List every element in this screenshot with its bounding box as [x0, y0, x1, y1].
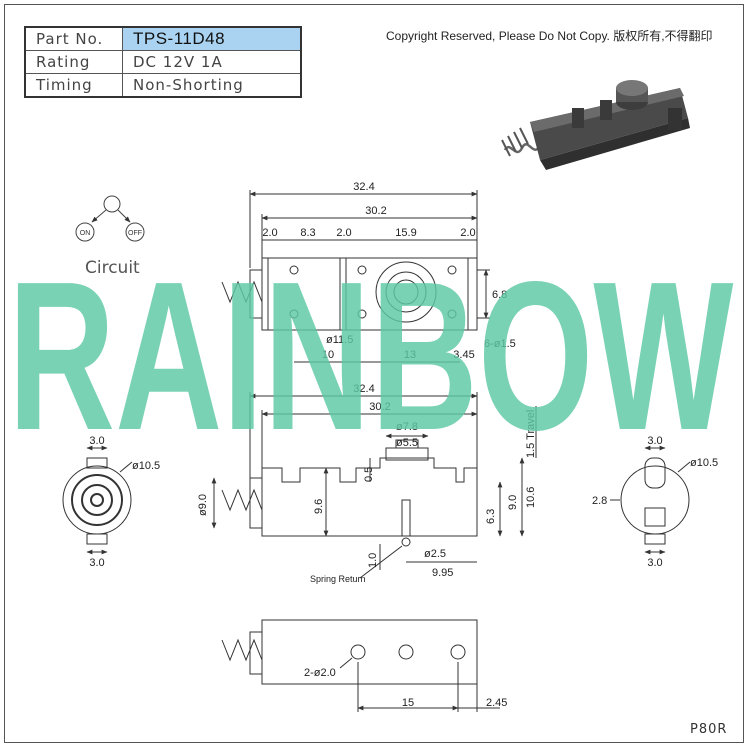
- dim-dia-90: ø9.0: [197, 494, 209, 516]
- dim-right-dia: ø10.5: [690, 457, 718, 469]
- dim-right-side: 2.8: [592, 495, 607, 507]
- timing-value: Non-Shorting: [122, 73, 302, 98]
- dim-travel: 1.5 Travel: [525, 410, 537, 458]
- dim-left-top: 3.0: [89, 435, 104, 447]
- footer-code: P80R: [690, 722, 728, 737]
- dim-overall-length: 32.4: [353, 181, 374, 193]
- dim-b1: 10: [322, 349, 334, 361]
- dim-bottom-span: 15: [402, 697, 414, 709]
- right-end-view: [610, 445, 691, 555]
- spec-table: Part No. TPS-11D48 Rating DC 12V 1A Timi…: [24, 26, 302, 98]
- top-view-labels: 32.4 30.2 2.0 8.3 2.0 15.9 2.0 6.8 ø11.5…: [262, 181, 515, 361]
- dim-holes: 6-ø1.5: [484, 338, 516, 350]
- dim-bottom-offset: 2.45: [486, 697, 507, 709]
- dim-seg-2: 8.3: [300, 227, 315, 239]
- copyright-notice: Copyright Reserved, Please Do Not Copy. …: [386, 29, 713, 43]
- dim-bottom-holes: 2-ø2.0: [304, 667, 336, 679]
- dim-left-dia: ø10.5: [132, 460, 160, 472]
- dim-63: 6.3: [485, 509, 497, 524]
- left-end-labels: 3.0 ø10.5 3.0: [89, 435, 160, 569]
- bottom-view-labels: 2-ø2.0 15 2.45: [304, 667, 507, 709]
- spec-row-timing: Timing Non-Shorting: [24, 73, 302, 98]
- dim-106: 10.6: [525, 487, 537, 508]
- dim-left-bottom: 3.0: [89, 557, 104, 569]
- dim-side-overall: 32.4: [353, 383, 374, 395]
- dim-seg-4: 15.9: [395, 227, 416, 239]
- product-photo: [501, 80, 690, 170]
- dim-10: 1.0: [367, 553, 379, 568]
- dim-right-bottom: 3.0: [647, 557, 662, 569]
- dim-plunger-dia: ø5.5: [396, 437, 418, 449]
- spec-row-rating: Rating DC 12V 1A: [24, 50, 302, 74]
- spring-return-label: Spring Return: [310, 574, 366, 584]
- side-view: [211, 392, 537, 579]
- left-end-view: [62, 445, 133, 555]
- dim-body-length: 30.2: [365, 205, 386, 217]
- dim-05: 0.5: [363, 467, 375, 482]
- bottom-view: [221, 619, 500, 712]
- spec-label: Part No.: [24, 26, 123, 51]
- dim-side-body: 30.2: [369, 401, 390, 413]
- spec-label: Rating: [24, 50, 123, 74]
- dim-height: 6.8: [492, 289, 507, 301]
- circuit-off-label: OFF: [128, 230, 142, 237]
- dim-b3: 3.45: [453, 349, 474, 361]
- rating-value: DC 12V 1A: [122, 50, 302, 74]
- circuit-diagram: ON OFF Circuit: [75, 195, 145, 278]
- dim-cap-dia: ø7.8: [396, 421, 418, 433]
- dim-90: 9.0: [507, 495, 519, 510]
- dim-seg-5: 2.0: [460, 227, 475, 239]
- right-end-labels: 3.0 ø10.5 2.8 3.0: [592, 435, 718, 569]
- dim-seg-3: 2.0: [336, 227, 351, 239]
- side-view-labels: 32.4 30.2 ø7.8 ø5.5 1.5 Travel 0.5 9.6 ø…: [197, 383, 537, 584]
- dim-hole-dia: ø11.5: [326, 334, 353, 346]
- circuit-label: Circuit: [85, 258, 140, 278]
- dim-25: ø2.5: [424, 548, 446, 560]
- dim-seg-1: 2.0: [262, 227, 277, 239]
- dim-right-top: 3.0: [647, 435, 662, 447]
- circuit-on-label: ON: [80, 230, 91, 237]
- page-border: [4, 4, 744, 743]
- top-view: [221, 190, 490, 363]
- dim-96: 9.6: [313, 499, 325, 514]
- dim-995: 9.95: [432, 567, 453, 579]
- dim-b2: 13: [404, 349, 416, 361]
